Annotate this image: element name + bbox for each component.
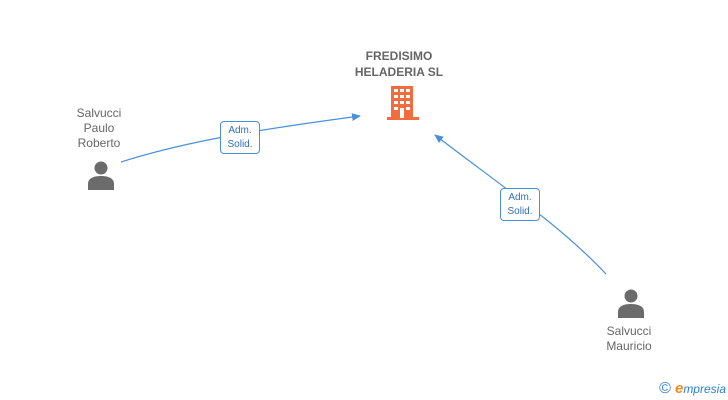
brand-name: mpresia [683, 382, 726, 396]
company-name-line-2: HELADERIA SL [354, 65, 444, 79]
relation-label-line-2: Solid. [507, 206, 533, 217]
relation-label-line-2: Solid. [227, 139, 253, 150]
relation-label-line-1: Adm. [228, 125, 252, 136]
relation-label-mauricio[interactable]: Adm. Solid. [500, 188, 540, 221]
person-name-mauricio[interactable]: Salvucci Mauricio [579, 324, 679, 354]
person-name-paulo[interactable]: Salvucci Paulo Roberto [49, 106, 149, 151]
person-name-line: Paulo [83, 121, 115, 135]
copyright-icon: © [659, 380, 671, 397]
relation-label-line-1: Adm. [508, 192, 532, 203]
person-name-line: Salvucci [606, 324, 652, 338]
company-name[interactable]: FREDISIMO HELADERIA SL [314, 48, 484, 80]
person-icon[interactable] [616, 288, 646, 318]
person-name-line: Salvucci [76, 106, 122, 120]
company-name-line-1: FREDISIMO [365, 49, 433, 63]
empresia-brand: ©empresia [659, 380, 726, 398]
relation-label-paulo[interactable]: Adm. Solid. [220, 121, 260, 154]
person-icon[interactable] [86, 160, 116, 190]
person-name-line: Mauricio [606, 339, 652, 353]
brand-logo-letter: e [674, 380, 684, 397]
building-icon[interactable] [387, 86, 419, 120]
person-name-line: Roberto [77, 136, 121, 150]
